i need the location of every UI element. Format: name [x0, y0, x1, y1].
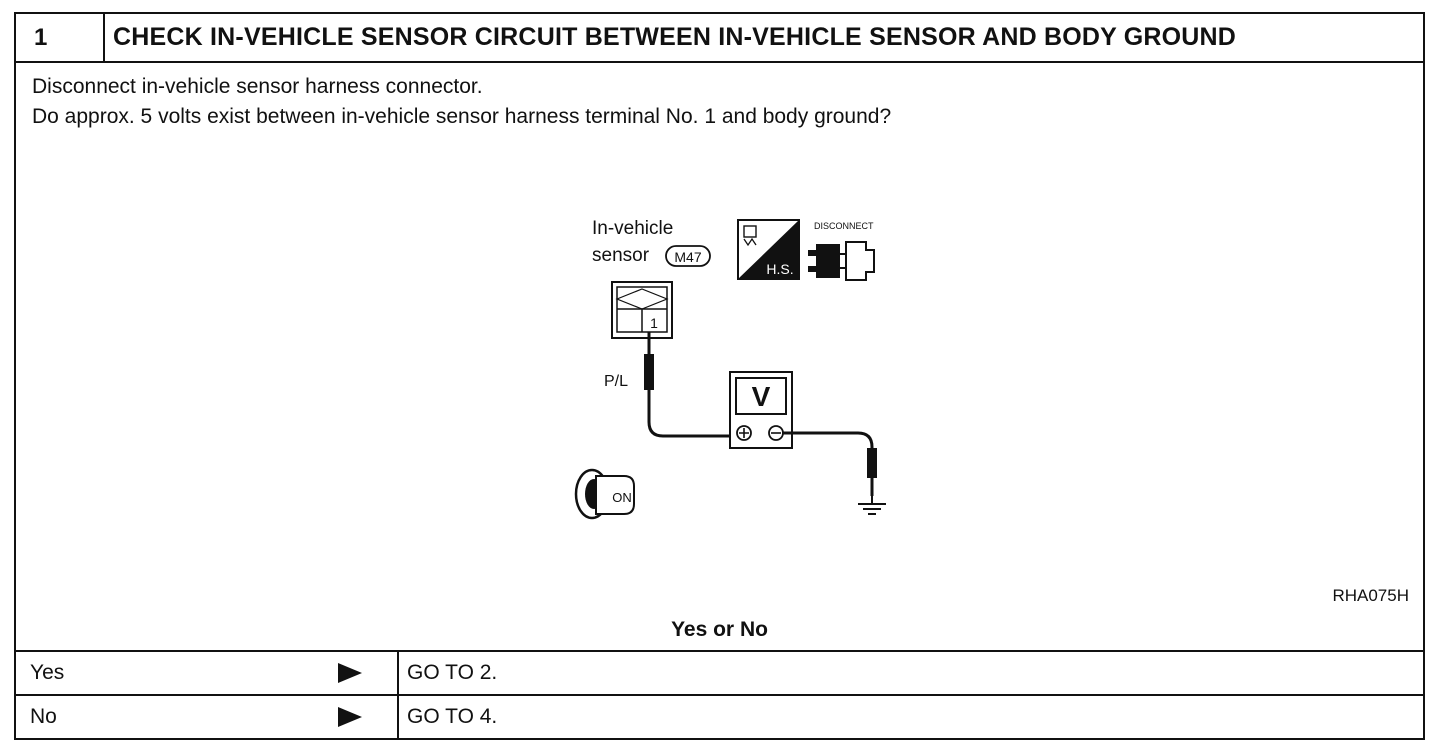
row-divider: [397, 696, 399, 740]
step-title: CHECK IN-VEHICLE SENSOR CIRCUIT BETWEEN …: [113, 23, 1237, 51]
result-row: No GO TO 4.: [16, 694, 1423, 740]
wiring-diagram: In-vehicle sensor M47 H.S. DISCONNECT: [574, 218, 886, 520]
probe-negative: [867, 448, 877, 478]
procedure-table: 1 CHECK IN-VEHICLE SENSOR CIRCUIT BETWEE…: [14, 12, 1425, 740]
voltmeter: V: [729, 371, 793, 449]
question-label: Yes or No: [671, 618, 768, 641]
arrow-right-icon: [338, 663, 362, 683]
sensor-connector: 1: [611, 281, 673, 339]
wire-color: P/L: [604, 373, 628, 390]
ignition-key-icon: ON: [574, 468, 635, 520]
instruction-line: Disconnect in-vehicle sensor harness con…: [32, 75, 483, 98]
row-divider: [397, 652, 399, 694]
harness-side-icon: H.S.: [737, 219, 800, 280]
result-row: Yes GO TO 2.: [16, 650, 1423, 694]
positive-wire: [647, 332, 732, 438]
terminal-number: 1: [650, 315, 658, 331]
sensor-label: sensor: [592, 245, 650, 266]
result-action: GO TO 2.: [407, 661, 498, 684]
disconnect-icon: DISCONNECT: [808, 221, 875, 281]
ignition-label: ON: [612, 490, 632, 505]
result-answer: No: [30, 705, 57, 728]
arrow-right-icon: [338, 707, 362, 727]
sensor-label: In-vehicle: [592, 218, 673, 239]
hs-label: H.S.: [766, 261, 793, 277]
result-action: GO TO 4.: [407, 705, 498, 728]
step-number: 1: [16, 14, 105, 61]
probe-positive: [644, 354, 654, 390]
result-answer: Yes: [30, 661, 65, 684]
connector-code-badge: M47: [665, 245, 711, 267]
ground-symbol: [858, 496, 886, 515]
instruction-line: Do approx. 5 volts exist between in-vehi…: [32, 105, 892, 128]
meter-letter: V: [752, 381, 771, 412]
disconnect-label: DISCONNECT: [814, 221, 874, 231]
connector-code: M47: [674, 249, 701, 265]
reference-code: RHA075H: [1332, 586, 1409, 605]
negative-wire: [782, 431, 874, 496]
step-header: 1 CHECK IN-VEHICLE SENSOR CIRCUIT BETWEE…: [16, 14, 1423, 63]
instructions: Disconnect in-vehicle sensor harness con…: [32, 72, 891, 132]
